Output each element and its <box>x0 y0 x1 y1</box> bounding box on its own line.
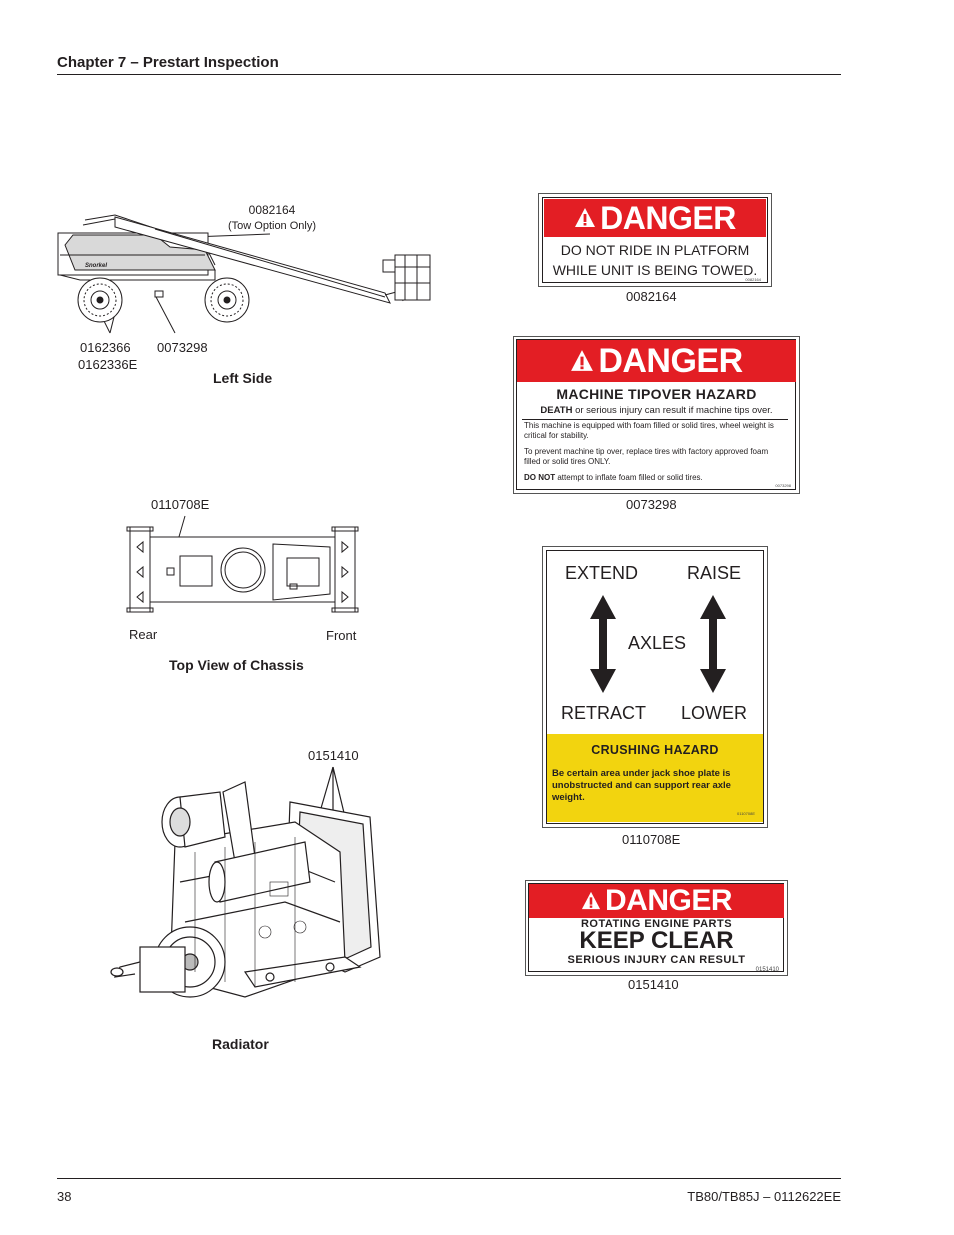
page-number: 38 <box>57 1189 72 1204</box>
danger-word: DANGER <box>600 199 736 236</box>
label-rear: Rear <box>129 627 158 642</box>
figure-title-left-side: Left Side <box>213 370 273 386</box>
warning-triangle-icon <box>581 891 601 910</box>
decal-tipover-heading: MACHINE TIPOVER HAZARD <box>556 386 757 402</box>
caption-0151410: 0151410 <box>628 977 679 992</box>
decal-engine-line3: SERIOUS INJURY CAN RESULT <box>567 954 746 966</box>
callout-0162336e: 0162336E <box>78 357 138 372</box>
double-arrow-extend-retract-icon <box>590 595 616 693</box>
decal-tow-line1: DO NOT RIDE IN PLATFORM <box>560 242 750 258</box>
decal-engine-keep-clear: DANGER ROTATING ENGINE PARTS KEEP CLEAR … <box>525 880 788 976</box>
machine-left-side-drawing: Snorkel <box>57 214 431 334</box>
header-rule <box>57 74 841 75</box>
figure-title-radiator: Radiator <box>212 1036 269 1052</box>
warning-triangle-icon <box>575 208 596 227</box>
label-lower: LOWER <box>681 703 748 723</box>
decal-tipover-code: 0073298 <box>775 483 791 488</box>
decal-tipover-donot: DO NOT <box>524 473 556 482</box>
label-retract: RETRACT <box>561 703 646 723</box>
decal-tow-line2: WHILE UNIT IS BEING TOWED. <box>552 262 758 278</box>
figure-title-chassis: Top View of Chassis <box>169 657 304 673</box>
label-front: Front <box>326 628 357 643</box>
chassis-top-view-drawing <box>126 515 359 613</box>
decal-tow-code: 0082164 <box>745 277 761 282</box>
callout-0151410: 0151410 <box>308 748 359 763</box>
callout-0110708e: 0110708E <box>151 497 210 512</box>
caption-0082164: 0082164 <box>626 289 677 304</box>
document-id: TB80/TB85J – 0112622EE <box>687 1189 841 1204</box>
decal-axles-crushing: EXTEND RAISE AXLES RETRACT LOWER CRUSHIN… <box>542 546 768 828</box>
label-extend: EXTEND <box>565 563 639 583</box>
crushing-hazard-panel: CRUSHING HAZARD Be certain area under ja… <box>547 734 763 822</box>
decal-engine-code: 0151410 <box>755 967 779 973</box>
engine-radiator-drawing <box>110 766 381 998</box>
callout-0082164: 0082164 <box>248 203 296 217</box>
snorkel-logo: Snorkel <box>85 263 107 269</box>
crushing-hazard-title: CRUSHING HAZARD <box>591 743 719 757</box>
decal-tow-danger: DANGER DO NOT RIDE IN PLATFORM WHILE UNI… <box>538 193 772 287</box>
crushing-hazard-text: Be certain area under jack shoe plate is… <box>552 768 731 803</box>
decal-engine-line2: KEEP CLEAR <box>579 927 734 954</box>
decal-tipover-p1: This machine is equipped with foam fille… <box>524 421 774 440</box>
caption-0110708e: 0110708E <box>622 832 681 847</box>
danger-word: DANGER <box>604 884 733 917</box>
footer-rule <box>57 1178 841 1179</box>
callout-0162366: 0162366 <box>80 340 131 355</box>
decal-axles-code: 0110708E <box>737 811 755 816</box>
danger-word: DANGER <box>598 341 743 380</box>
callout-tow-note: (Tow Option Only) <box>227 220 317 232</box>
double-arrow-raise-lower-icon <box>700 595 726 693</box>
label-raise: RAISE <box>687 563 742 583</box>
decal-tipover-death-rest: or serious injury can result if machine … <box>575 405 773 416</box>
decal-engine-line1: ROTATING ENGINE PARTS <box>580 918 733 930</box>
warning-triangle-icon <box>571 350 594 371</box>
decal-tipover-p2: To prevent machine tip over, replace tir… <box>524 447 769 466</box>
chapter-header: Chapter 7 – Prestart Inspection <box>57 54 279 71</box>
decal-tipover-p3: attempt to inflate foam filled or solid … <box>557 473 703 482</box>
label-axles: AXLES <box>628 633 687 653</box>
callout-0073298: 0073298 <box>157 340 208 355</box>
decal-tipover-death: DEATH <box>540 405 573 416</box>
decal-tipover-danger: DANGER MACHINE TIPOVER HAZARD DEATH or s… <box>513 336 800 494</box>
caption-0073298: 0073298 <box>626 497 677 512</box>
